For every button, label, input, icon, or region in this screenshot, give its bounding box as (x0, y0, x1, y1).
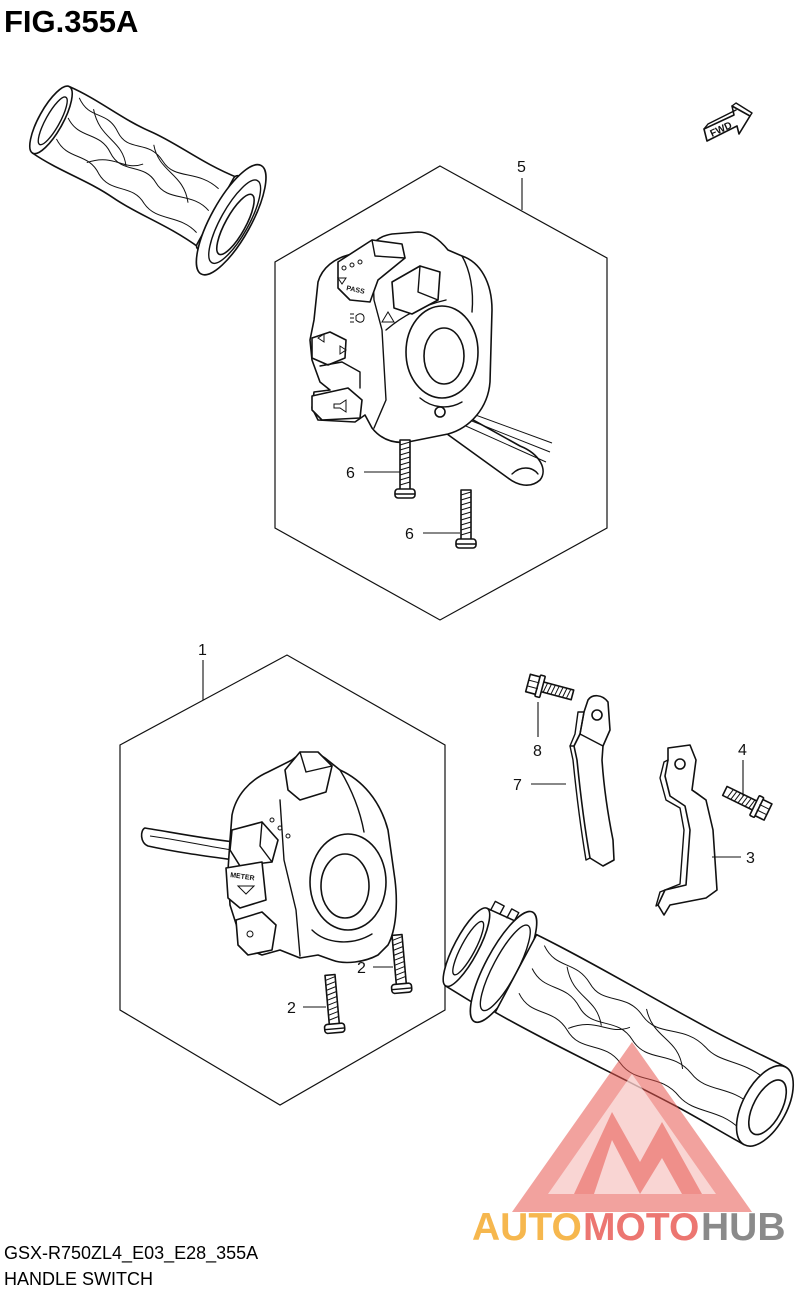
screw-2-right (390, 933, 413, 995)
right-switch-frame (274, 165, 608, 621)
left-handle-grip (28, 85, 267, 276)
bolt-8 (524, 673, 575, 701)
left-switch-assembly-group: 1 METER (119, 642, 446, 1106)
callout-screw-6-lower: 6 (405, 526, 414, 543)
callout-bolt-8: 8 (533, 743, 542, 760)
left-switch-housing (227, 752, 398, 964)
model-code: GSX-R750ZL4_E03_E28_355A (4, 1243, 258, 1264)
headlight-icon (350, 313, 365, 323)
passing-switch: PASS (337, 239, 406, 303)
hazard-triangle-icon (381, 311, 395, 323)
fwd-label: FWD (709, 120, 734, 140)
figure-title: FIG.355A (4, 4, 138, 39)
left-switch-cable (140, 827, 235, 861)
watermark-mark (574, 1112, 702, 1194)
left-dimmer-switch (229, 821, 279, 867)
bracket-3 (655, 744, 718, 916)
forward-arrow-icon: FWD (703, 102, 753, 142)
watermark-text-hub: HUB (701, 1206, 786, 1249)
horn-button (311, 387, 363, 421)
turn-right-arrow-icon (339, 345, 347, 355)
callout-bracket-7: 7 (513, 777, 522, 794)
meter-button: METER (225, 861, 267, 909)
watermark-text-moto: MOTO (583, 1206, 699, 1249)
callout-right-switch: 5 (517, 159, 526, 176)
screw-6-lower (455, 489, 477, 549)
meter-marking: METER (230, 872, 255, 882)
screw-2-left (323, 973, 346, 1035)
watermark-text-auto: AUTO (472, 1206, 582, 1249)
hazard-switch (350, 265, 441, 323)
watermark-logo: AUTO MOTO HUB (472, 1042, 786, 1249)
callout-bolt-4: 4 (738, 742, 747, 759)
figure-name: HANDLE SWITCH (4, 1269, 153, 1289)
bolt-4 (721, 785, 773, 821)
left-top-button (269, 751, 333, 839)
callout-screw-2-right: 2 (357, 960, 366, 977)
turn-left-arrow-icon (317, 333, 325, 343)
screw-6-upper (394, 439, 416, 499)
left-lower-button (235, 911, 277, 956)
right-switch-assembly-group: 5 PASS (274, 159, 608, 621)
bracket-7 (569, 694, 615, 867)
callout-screw-2-left: 2 (287, 1000, 296, 1017)
horn-icon (333, 399, 347, 413)
callout-screw-6-upper: 6 (346, 465, 355, 482)
callout-bracket-3: 3 (746, 850, 755, 867)
turn-signal-switch (311, 331, 361, 389)
pass-marking: PASS (346, 285, 366, 296)
callout-left-switch: 1 (198, 642, 207, 659)
left-switch-frame (119, 654, 446, 1106)
